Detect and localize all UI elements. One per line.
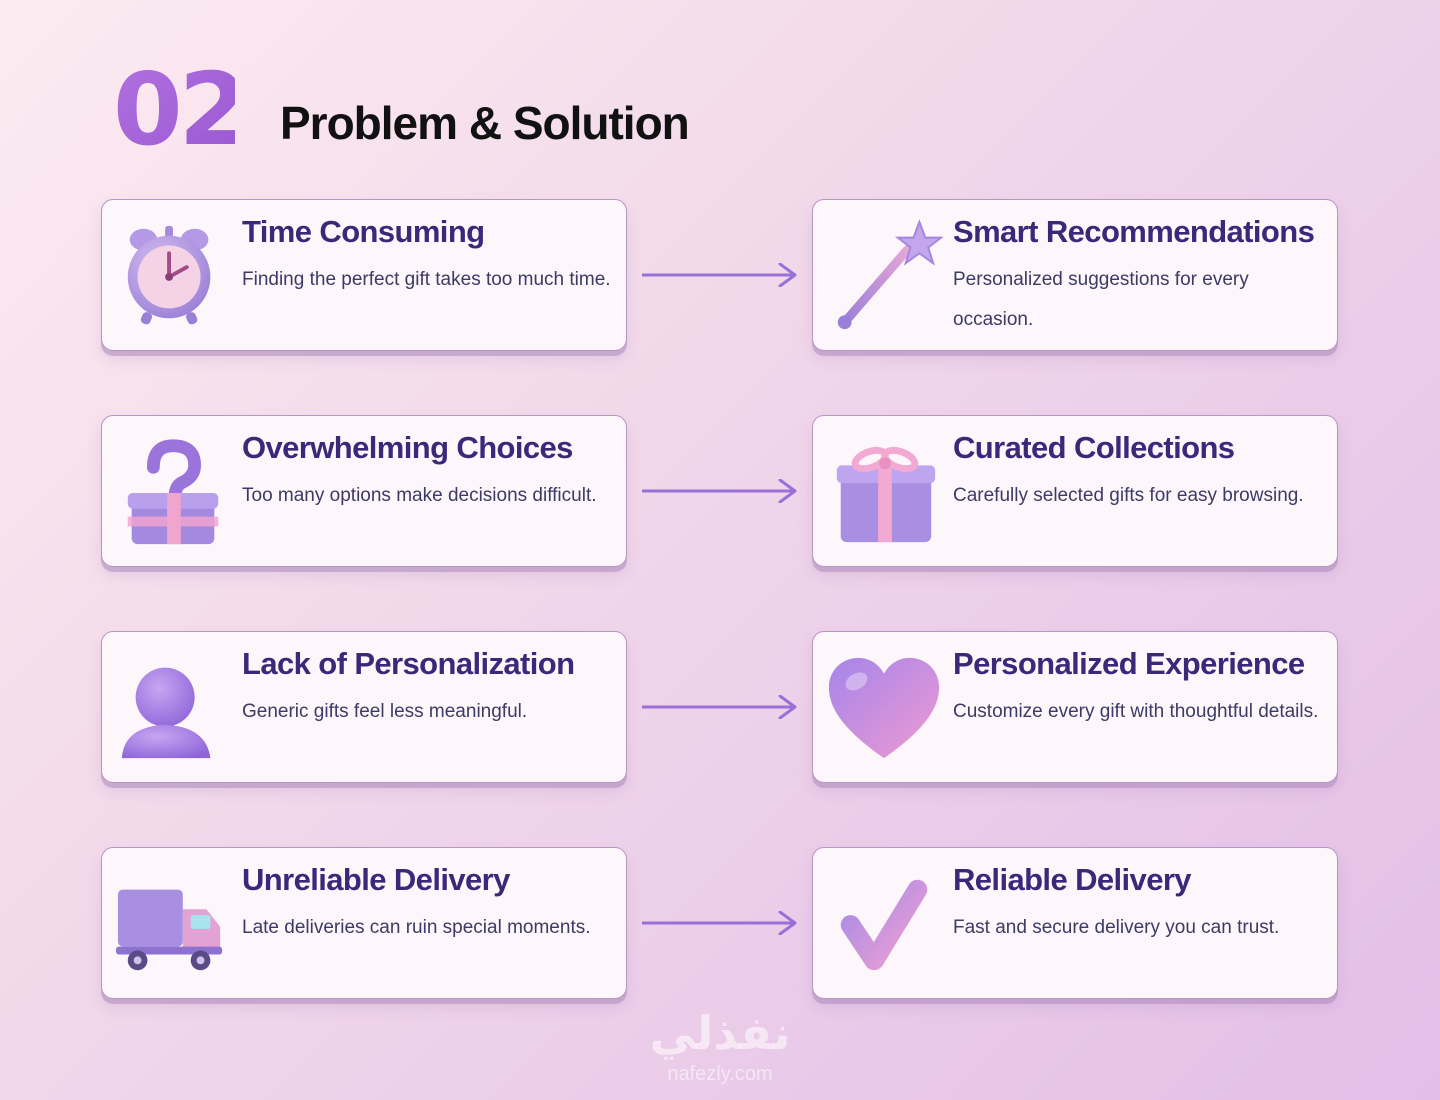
problem-card-unreliable-delivery: Unreliable Delivery Late deliveries can … [101, 847, 627, 999]
problem-title: Overwhelming Choices [242, 430, 573, 465]
alarm-clock-icon [114, 216, 232, 334]
watermark-latin: nafezly.com [667, 1063, 773, 1085]
checkmark-icon [825, 864, 943, 982]
problem-description: Finding the perfect gift takes too much … [242, 269, 611, 290]
section-number: 02 [113, 62, 235, 154]
problem-description: Too many options make decisions difficul… [242, 485, 597, 506]
user-icon [114, 648, 232, 766]
solution-description: Fast and secure delivery you can trust. [953, 917, 1280, 938]
solution-title: Personalized Experience [953, 646, 1305, 681]
solution-card-reliable-delivery: Reliable Delivery Fast and secure delive… [812, 847, 1338, 999]
arrow-icon [642, 695, 797, 719]
solution-card-personalized-experience: Personalized Experience Customize every … [812, 631, 1338, 783]
solution-card-curated-collections: Curated Collections Carefully selected g… [812, 415, 1338, 567]
page-title: Problem & Solution [280, 97, 690, 149]
arrow-icon [642, 479, 797, 503]
solution-description: Personalized suggestions for every occas… [953, 269, 1249, 330]
watermark-arabic: نفذلي [649, 1006, 791, 1060]
solution-title: Smart Recommendations [953, 214, 1315, 249]
solution-title: Reliable Delivery [953, 862, 1192, 897]
problem-title: Lack of Personalization [242, 646, 575, 681]
problem-card-overwhelming-choices: Overwhelming Choices Too many options ma… [101, 415, 627, 567]
arrow-icon [642, 263, 797, 287]
gift-box-icon [825, 432, 943, 550]
solution-description: Carefully selected gifts for easy browsi… [953, 485, 1304, 506]
problem-card-lack-of-personalization: Lack of Personalization Generic gifts fe… [101, 631, 627, 783]
watermark-logo: نفذلي nafezly.com [620, 1005, 820, 1095]
solution-title: Curated Collections [953, 430, 1235, 465]
magic-wand-icon [825, 216, 943, 334]
solution-card-smart-recommendations: Smart Recommendations Personalized sugge… [812, 199, 1338, 351]
problem-description: Late deliveries can ruin special moments… [242, 917, 591, 938]
heart-icon [825, 648, 943, 766]
solution-description: Customize every gift with thoughtful det… [953, 701, 1319, 722]
problem-title: Time Consuming [242, 214, 485, 249]
delivery-truck-icon [114, 864, 232, 982]
problem-description: Generic gifts feel less meaningful. [242, 701, 528, 722]
problem-card-time-consuming: Time Consuming Finding the perfect gift … [101, 199, 627, 351]
arrow-icon [642, 911, 797, 935]
svg-text:02: 02 [113, 62, 235, 154]
problem-title: Unreliable Delivery [242, 862, 510, 897]
question-gift-icon [114, 432, 232, 550]
